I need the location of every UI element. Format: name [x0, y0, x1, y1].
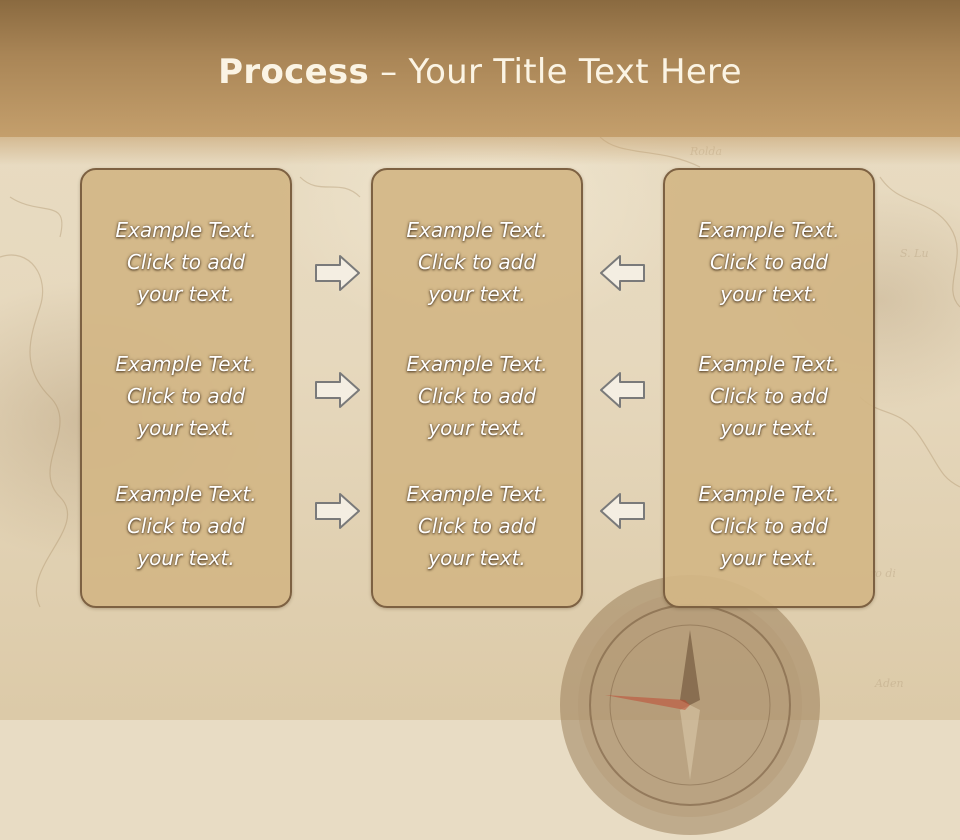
- text-line: Example Text.: [698, 218, 840, 242]
- text-line: Example Text.: [115, 352, 257, 376]
- text-line: your text.: [137, 416, 235, 440]
- process-box-center[interactable]: Example Text. Click to add your text. Ex…: [371, 168, 583, 608]
- svg-text:S. Lu: S. Lu: [900, 247, 929, 260]
- text-line: Click to add: [417, 384, 537, 408]
- text-line: Click to add: [709, 250, 829, 274]
- title-bar: [0, 0, 960, 137]
- text-placeholder[interactable]: Example Text. Click to add your text.: [373, 214, 581, 310]
- text-line: your text.: [720, 282, 818, 306]
- text-line: Click to add: [417, 514, 537, 538]
- slide-title[interactable]: Process – Your Title Text Here: [0, 52, 960, 92]
- text-placeholder[interactable]: Example Text. Click to add your text.: [373, 348, 581, 444]
- title-rest: – Your Title Text Here: [369, 52, 742, 92]
- process-box-right[interactable]: Example Text. Click to add your text. Ex…: [663, 168, 875, 608]
- text-line: Click to add: [126, 250, 246, 274]
- text-line: your text.: [720, 416, 818, 440]
- process-box-left[interactable]: Example Text. Click to add your text. Ex…: [80, 168, 292, 608]
- text-placeholder[interactable]: Example Text. Click to add your text.: [82, 348, 290, 444]
- text-line: Example Text.: [698, 352, 840, 376]
- text-line: Example Text.: [115, 482, 257, 506]
- text-line: Click to add: [417, 250, 537, 274]
- text-line: your text.: [428, 282, 526, 306]
- text-line: your text.: [428, 416, 526, 440]
- old-map-texture: S. Lu ro di Aden Rolda: [0, 137, 960, 690]
- right-arrow-icon[interactable]: [314, 254, 362, 292]
- title-bold-part: Process: [218, 52, 370, 92]
- text-line: Example Text.: [406, 482, 548, 506]
- text-placeholder[interactable]: Example Text. Click to add your text.: [665, 214, 873, 310]
- right-arrow-icon[interactable]: [314, 371, 362, 409]
- text-line: Example Text.: [406, 218, 548, 242]
- left-arrow-icon[interactable]: [598, 371, 646, 409]
- text-line: your text.: [428, 546, 526, 570]
- text-line: Example Text.: [115, 218, 257, 242]
- text-placeholder[interactable]: Example Text. Click to add your text.: [665, 478, 873, 574]
- text-line: Example Text.: [406, 352, 548, 376]
- text-placeholder[interactable]: Example Text. Click to add your text.: [373, 478, 581, 574]
- svg-text:Aden: Aden: [874, 677, 904, 690]
- left-arrow-icon[interactable]: [598, 254, 646, 292]
- left-arrow-icon[interactable]: [598, 492, 646, 530]
- text-line: your text.: [137, 282, 235, 306]
- text-line: Example Text.: [698, 482, 840, 506]
- right-arrow-icon[interactable]: [314, 492, 362, 530]
- text-line: Click to add: [709, 384, 829, 408]
- compass-image: [560, 575, 820, 835]
- text-line: your text.: [720, 546, 818, 570]
- title-bar-fade: [0, 137, 960, 165]
- text-line: Click to add: [126, 384, 246, 408]
- text-line: Click to add: [126, 514, 246, 538]
- text-line: Click to add: [709, 514, 829, 538]
- text-line: your text.: [137, 546, 235, 570]
- text-placeholder[interactable]: Example Text. Click to add your text.: [665, 348, 873, 444]
- text-placeholder[interactable]: Example Text. Click to add your text.: [82, 478, 290, 574]
- svg-text:ro di: ro di: [870, 567, 896, 580]
- text-placeholder[interactable]: Example Text. Click to add your text.: [82, 214, 290, 310]
